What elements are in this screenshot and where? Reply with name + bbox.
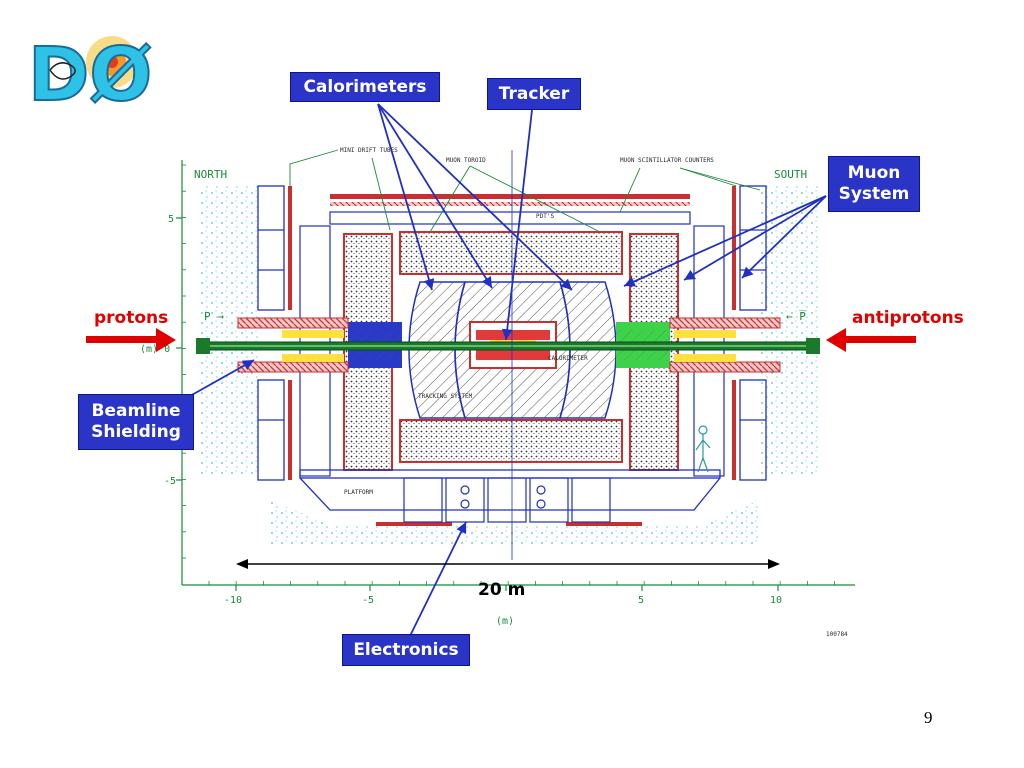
pdts-label: PDT'S [536, 213, 554, 220]
tracker-callout: Tracker [487, 78, 581, 110]
antiprotons-label: antiprotons [852, 308, 964, 328]
beamline-shielding-callout: Beamline Shielding [78, 394, 194, 450]
calorimeter-drawing-label: CALORIMETER [548, 355, 588, 362]
beam-pipe [196, 338, 820, 354]
muon-system-callout: Muon System [828, 156, 920, 212]
y-tick-minus5: -5 [164, 476, 176, 487]
scale-arrow [236, 559, 780, 569]
beamline-line2: Shielding [91, 422, 181, 442]
logo-text: DØ [28, 32, 152, 118]
pbar-label: ← P̅ [786, 310, 806, 323]
d0-logo: DØ [27, 31, 153, 119]
muon-system-line1: Muon [847, 163, 901, 183]
muon-scint-label: MUON SCINTILLATOR COUNTERS [620, 157, 714, 164]
inner-muon-layers [299, 211, 725, 477]
callout-pointers [189, 103, 827, 637]
forward-shielding [237, 317, 781, 373]
m0-label: (m) 0 [140, 344, 170, 355]
protons-label: protons [94, 308, 169, 328]
muon-scintillators [288, 186, 736, 480]
electronics-racks [403, 477, 611, 523]
x-tick-5: 5 [638, 595, 644, 606]
concrete-hall [200, 186, 820, 545]
p-label: P → [204, 310, 224, 323]
muon-system-line2: System [838, 184, 910, 204]
y-tick-5: 5 [168, 214, 174, 225]
drawing-id-label: 100784 [826, 631, 848, 638]
annotation-leaders [289, 149, 761, 233]
x-tick-minus10: -10 [224, 595, 242, 606]
x-tick-minus5: -5 [362, 595, 374, 606]
person-figure-icon [695, 425, 711, 473]
scale-length-label: 20 m [478, 580, 526, 600]
proton-arrow [86, 328, 176, 352]
axis-minor-ticks [182, 164, 835, 585]
outer-muon-chambers [257, 185, 767, 481]
beamline-line1: Beamline [91, 401, 181, 421]
south-label: SOUTH [774, 168, 807, 181]
antiproton-arrow [826, 328, 916, 352]
electronics-callout: Electronics [342, 634, 470, 666]
page-number: 9 [924, 708, 933, 727]
tracking-system-label: TRACKING SYSTEM [418, 393, 473, 400]
north-label: NORTH [194, 168, 227, 181]
platform-label: PLATFORM [344, 489, 373, 496]
calorimeters-callout: Calorimeters [290, 72, 440, 102]
x-tick-10: 10 [770, 595, 782, 606]
mini-drift-tubes-label: MINI DRIFT TUBES [340, 147, 398, 154]
x-unit: (m) [496, 616, 514, 627]
drawing-axes [176, 160, 855, 591]
muon-toroid-label: MUON TOROID [446, 157, 486, 164]
